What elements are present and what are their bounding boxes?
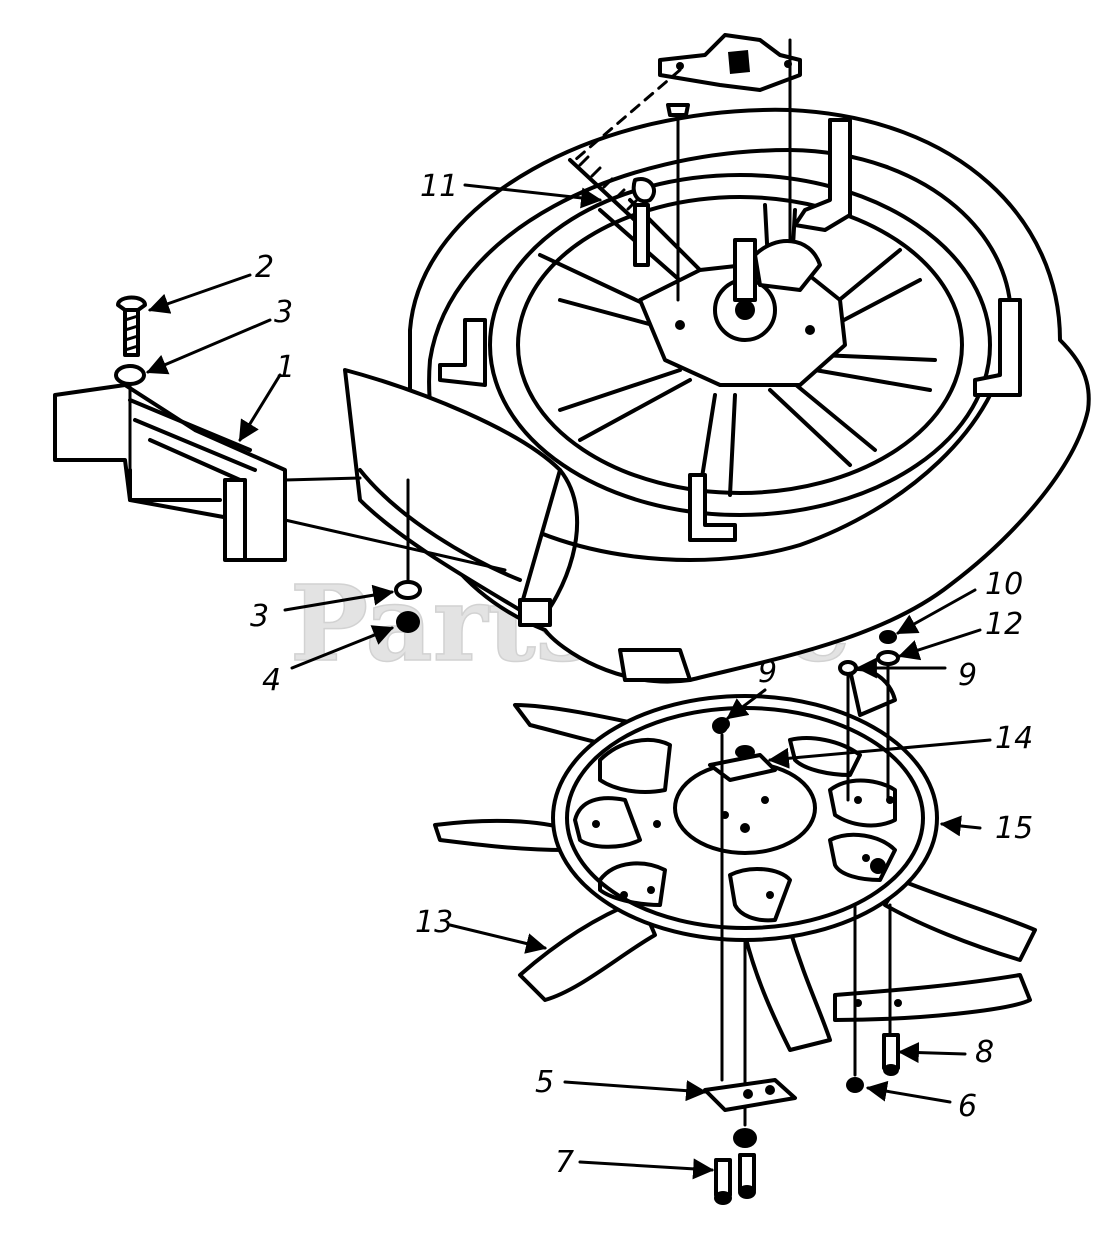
part-15-blade-disc bbox=[551, 694, 939, 942]
callout-9-left: 9 bbox=[758, 655, 777, 690]
part-7-bolt-left bbox=[714, 1158, 732, 1197]
blade-bottom bbox=[743, 928, 832, 1052]
belt-guard bbox=[753, 239, 822, 292]
bracket-rear-right bbox=[793, 118, 852, 232]
spring-bolt bbox=[633, 203, 650, 267]
disc-outer-rim bbox=[551, 694, 939, 942]
spindle-center bbox=[735, 300, 755, 320]
right-hardware bbox=[714, 630, 900, 1093]
leader-lines bbox=[146, 183, 992, 1180]
callout-11: 11 bbox=[420, 169, 458, 204]
part-9-washer-left bbox=[714, 717, 730, 731]
tension-spring bbox=[568, 158, 642, 227]
callout-9-right: 9 bbox=[958, 658, 977, 693]
callout-labels: 11 2 3 1 3 4 9 9 10 12 14 15 13 5 7 8 6 bbox=[250, 169, 1033, 1180]
left-hardware bbox=[114, 295, 422, 633]
part-1-deflector bbox=[53, 383, 287, 562]
chute-tab bbox=[518, 598, 552, 627]
spindle-shaft bbox=[733, 238, 757, 302]
blade-lower-left bbox=[518, 898, 657, 1002]
spring-washer bbox=[631, 177, 656, 204]
bottom-hardware bbox=[703, 733, 797, 1205]
part-8-bolt bbox=[882, 1033, 900, 1070]
callout-4: 4 bbox=[262, 663, 281, 698]
callout-12: 12 bbox=[985, 607, 1023, 642]
deck-underside-tab bbox=[618, 648, 692, 682]
bracket-front bbox=[688, 473, 737, 542]
deck-outer-shell bbox=[408, 107, 1091, 684]
part-9-washer-right bbox=[838, 660, 858, 676]
hub-nut bbox=[735, 745, 755, 759]
washer-lower bbox=[733, 1128, 757, 1148]
deck-spoke-ring bbox=[488, 173, 992, 517]
callout-3-lower: 3 bbox=[250, 599, 269, 634]
deflector-lip bbox=[223, 478, 247, 562]
callout-8: 8 bbox=[975, 1035, 994, 1070]
blade-left bbox=[433, 818, 572, 852]
part-3-washer-upper bbox=[114, 364, 146, 386]
spindle-hub-plate bbox=[638, 258, 847, 387]
top-bolt-head bbox=[666, 103, 690, 117]
part-6-nut bbox=[846, 1077, 864, 1093]
part-7-bolt-right bbox=[738, 1153, 756, 1192]
callout-15: 15 bbox=[995, 811, 1033, 846]
callout-3-upper: 3 bbox=[274, 295, 293, 330]
part-4-nut bbox=[396, 611, 420, 633]
part-12-washer bbox=[876, 650, 900, 666]
callout-5: 5 bbox=[535, 1065, 554, 1100]
part-10-nut bbox=[879, 630, 897, 644]
deflector-body bbox=[53, 383, 287, 562]
blade-lower-right bbox=[833, 973, 1032, 1022]
disc-cutouts bbox=[573, 736, 897, 923]
deck-spoke-ring-inner bbox=[516, 195, 964, 495]
callout-2: 2 bbox=[255, 250, 274, 285]
callout-7: 7 bbox=[555, 1145, 574, 1180]
callout-14: 14 bbox=[995, 721, 1033, 756]
callout-13: 13 bbox=[415, 905, 453, 940]
discharge-chute bbox=[283, 368, 580, 627]
bracket-left bbox=[438, 318, 487, 387]
callout-6: 6 bbox=[958, 1089, 977, 1124]
blade-right bbox=[883, 878, 1037, 962]
part-13-blades bbox=[433, 667, 1037, 1052]
callout-1: 1 bbox=[276, 350, 295, 385]
part-11-spring-assembly bbox=[568, 33, 802, 302]
callout-10: 10 bbox=[985, 567, 1023, 602]
part-3-washer-lower bbox=[394, 580, 422, 600]
bracket-right bbox=[973, 298, 1022, 397]
